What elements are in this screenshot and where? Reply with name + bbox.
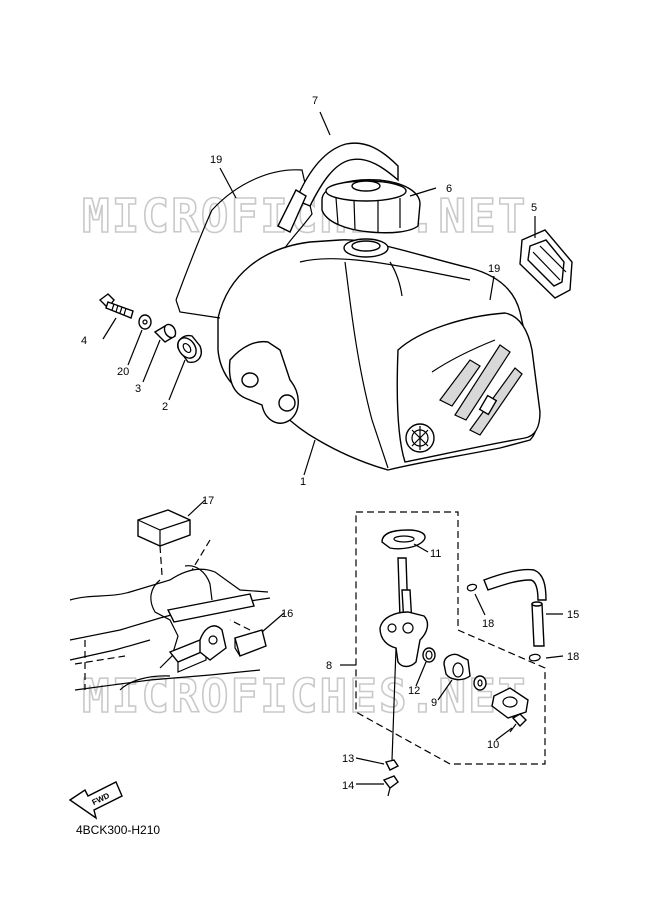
damper bbox=[177, 334, 202, 363]
hose-clip-bottom bbox=[528, 653, 541, 662]
figure-code: 4BCK300-H210 bbox=[76, 823, 160, 837]
callout-11: 11 bbox=[430, 548, 441, 560]
callout-5: 5 bbox=[531, 202, 537, 214]
washer bbox=[138, 314, 152, 330]
callout-2: 2 bbox=[162, 401, 168, 413]
callout-3: 3 bbox=[135, 383, 141, 395]
callout-20: 20 bbox=[117, 366, 129, 378]
callout-19-right: 19 bbox=[488, 263, 500, 275]
callout-labels: 7 19 6 5 19 4 20 3 2 1 17 16 11 18 15 18… bbox=[81, 95, 579, 792]
callout-9: 9 bbox=[431, 697, 437, 709]
callout-16: 16 bbox=[281, 608, 293, 620]
callout-7: 7 bbox=[312, 95, 318, 107]
callout-13: 13 bbox=[342, 753, 354, 765]
callout-12: 12 bbox=[408, 685, 420, 697]
callout-6: 6 bbox=[446, 183, 452, 195]
callout-15: 15 bbox=[567, 609, 579, 621]
side-cover-left bbox=[175, 169, 313, 301]
fuel-cock bbox=[379, 529, 529, 797]
breather-hose bbox=[295, 142, 399, 207]
callout-18-top: 18 bbox=[482, 618, 494, 630]
emblem-bracket bbox=[519, 229, 573, 299]
callout-17: 17 bbox=[202, 495, 214, 507]
callout-10: 10 bbox=[487, 739, 499, 751]
callout-14: 14 bbox=[342, 780, 354, 792]
collar bbox=[153, 323, 177, 343]
callout-18-bottom: 18 bbox=[567, 651, 579, 663]
mounting-bolt bbox=[98, 293, 134, 319]
assembly-box bbox=[355, 511, 546, 765]
callout-4: 4 bbox=[81, 335, 87, 347]
callout-19-left: 19 bbox=[210, 154, 222, 166]
callout-8: 8 bbox=[326, 660, 332, 672]
frame-detail bbox=[69, 509, 271, 691]
hose-clip-top bbox=[466, 583, 478, 592]
callout-1: 1 bbox=[300, 476, 306, 488]
fuel-hose bbox=[483, 568, 547, 647]
leader-lines bbox=[102, 111, 564, 785]
fuel-tank bbox=[217, 238, 541, 471]
fwd-arrow-icon: FWD bbox=[68, 781, 123, 820]
fuel-cap bbox=[321, 178, 421, 234]
